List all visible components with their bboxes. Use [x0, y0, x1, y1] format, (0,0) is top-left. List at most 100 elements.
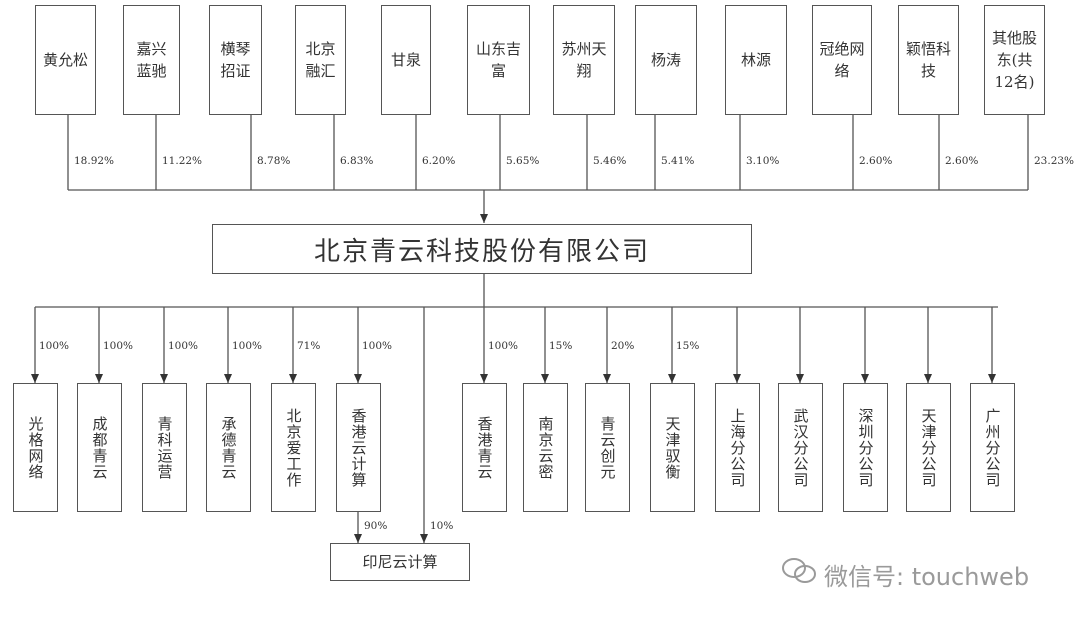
shareholder-name: 甘泉: [390, 51, 421, 69]
subsidiary-box: 南京云密: [523, 383, 568, 512]
subsidiary-name: 承德青云: [219, 415, 238, 480]
shareholding-pct: 23.23%: [1034, 155, 1075, 167]
arrowhead-icon: [861, 374, 869, 383]
subsidiary-box: 香港云计算: [336, 383, 381, 512]
shareholder-name: 北京融汇: [305, 40, 336, 80]
shareholding-pct: 5.65%: [506, 155, 540, 167]
arrowhead-icon: [480, 214, 488, 223]
subsidiary-box: 光格网络: [13, 383, 58, 512]
shareholding-pct: 2.60%: [859, 155, 893, 167]
arrowhead-icon: [95, 374, 103, 383]
arrowhead-icon: [354, 374, 362, 383]
subsidiary-name: 北京爱工作: [284, 407, 303, 488]
shareholder-box: 杨涛: [635, 5, 697, 115]
subsidiary-box: 天津分公司: [906, 383, 951, 512]
ownership-pct: 100%: [362, 340, 393, 352]
shareholder-name: 嘉兴蓝驰: [136, 40, 167, 80]
shareholding-pct: 11.22%: [162, 155, 203, 167]
subsidiary-box: 广州分公司: [970, 383, 1015, 512]
shareholding-pct: 8.78%: [257, 155, 291, 167]
ownership-pct: 100%: [488, 340, 519, 352]
subsidiary-box: 深圳分公司: [843, 383, 888, 512]
shareholder-box: 嘉兴蓝驰: [123, 5, 180, 115]
ownership-pct: 15%: [676, 340, 700, 352]
subsidiary-name: 光格网络: [26, 415, 45, 480]
arrowhead-icon: [420, 534, 428, 543]
shareholder-name: 横琴招证: [220, 40, 251, 80]
shareholder-box: 苏州天翔: [553, 5, 615, 115]
arrowhead-icon: [480, 374, 488, 383]
ownership-pct: 71%: [297, 340, 321, 352]
subsidiary-name: 青科运营: [155, 415, 174, 480]
arrowhead-icon: [160, 374, 168, 383]
watermark-text: 微信号: touchweb: [824, 562, 1030, 591]
subsidiary-box: 青科运营: [142, 383, 187, 512]
arrowhead-icon: [603, 374, 611, 383]
ownership-pct: 15%: [549, 340, 573, 352]
shareholder-name: 山东吉富: [475, 40, 521, 80]
subsidiary-name: 成都青云: [90, 415, 109, 480]
arrowhead-icon: [924, 374, 932, 383]
subsidiary-box: 成都青云: [77, 383, 122, 512]
shareholding-pct: 3.10%: [746, 155, 780, 167]
parent-company-box: 北京青云科技股份有限公司: [212, 224, 752, 274]
arrowhead-icon: [988, 374, 996, 383]
subsidiary-name: 香港云计算: [349, 407, 368, 488]
arrowhead-icon: [224, 374, 232, 383]
shareholding-pct: 6.83%: [340, 155, 374, 167]
shareholding-pct: 5.41%: [661, 155, 695, 167]
shareholder-box: 黄允松: [35, 5, 96, 115]
ownership-pct: 100%: [168, 340, 199, 352]
shareholding-pct: 5.46%: [593, 155, 627, 167]
shareholder-box: 横琴招证: [209, 5, 262, 115]
shareholder-name: 苏州天翔: [561, 40, 607, 80]
shareholding-pct: 18.92%: [74, 155, 115, 167]
subsidiary-name: 武汉分公司: [791, 407, 810, 488]
parent-company-name: 北京青云科技股份有限公司: [313, 236, 650, 267]
pct-label-hk-to-indonesia: 90%: [364, 520, 388, 532]
shareholder-box: 林源: [725, 5, 787, 115]
subsidiary-name: 天津驭衡: [663, 415, 682, 480]
arrowhead-icon: [354, 534, 362, 543]
subsidiary-box: 承德青云: [206, 383, 251, 512]
shareholding-pct: 6.20%: [422, 155, 456, 167]
wechat-icon: [780, 556, 820, 592]
shareholder-name: 林源: [740, 51, 771, 69]
arrowhead-icon: [31, 374, 39, 383]
subsidiary-box: 上海分公司: [715, 383, 760, 512]
shareholding-pct: 2.60%: [945, 155, 979, 167]
subsidiary-box: 香港青云: [462, 383, 507, 512]
subsidiary-name: 上海分公司: [728, 407, 747, 488]
subsidiary-box: 北京爱工作: [271, 383, 316, 512]
arrowhead-icon: [289, 374, 297, 383]
indonesia-box: 印尼云计算: [330, 543, 470, 581]
subsidiary-name: 南京云密: [536, 415, 555, 480]
subsidiary-box: 青云创元: [585, 383, 630, 512]
shareholder-box: 其他股东(共12名): [984, 5, 1045, 115]
ownership-pct: 100%: [39, 340, 70, 352]
shareholder-name: 其他股东(共12名): [991, 29, 1037, 91]
arrowhead-icon: [668, 374, 676, 383]
shareholder-box: 颖悟科技: [898, 5, 959, 115]
subsidiary-box: 天津驭衡: [650, 383, 695, 512]
pct-label-parent-to-indonesia: 10%: [430, 520, 454, 532]
subsidiary-name: 广州分公司: [983, 407, 1002, 488]
shareholder-name: 黄允松: [42, 51, 88, 69]
shareholder-box: 冠绝网络: [812, 5, 872, 115]
subsidiary-name: 香港青云: [475, 415, 494, 480]
ownership-pct: 100%: [103, 340, 134, 352]
arrowhead-icon: [541, 374, 549, 383]
shareholder-box: 山东吉富: [467, 5, 530, 115]
ownership-pct: 20%: [611, 340, 635, 352]
ownership-pct: 100%: [232, 340, 263, 352]
arrowhead-icon: [796, 374, 804, 383]
subsidiary-name: 深圳分公司: [856, 407, 875, 488]
arrowhead-icon: [733, 374, 741, 383]
watermark: 微信号: touchweb: [780, 556, 1029, 592]
subsidiary-name: 天津分公司: [919, 407, 938, 488]
shareholder-name: 冠绝网络: [819, 40, 865, 80]
shareholder-name: 杨涛: [650, 51, 681, 69]
shareholder-box: 甘泉: [381, 5, 431, 115]
